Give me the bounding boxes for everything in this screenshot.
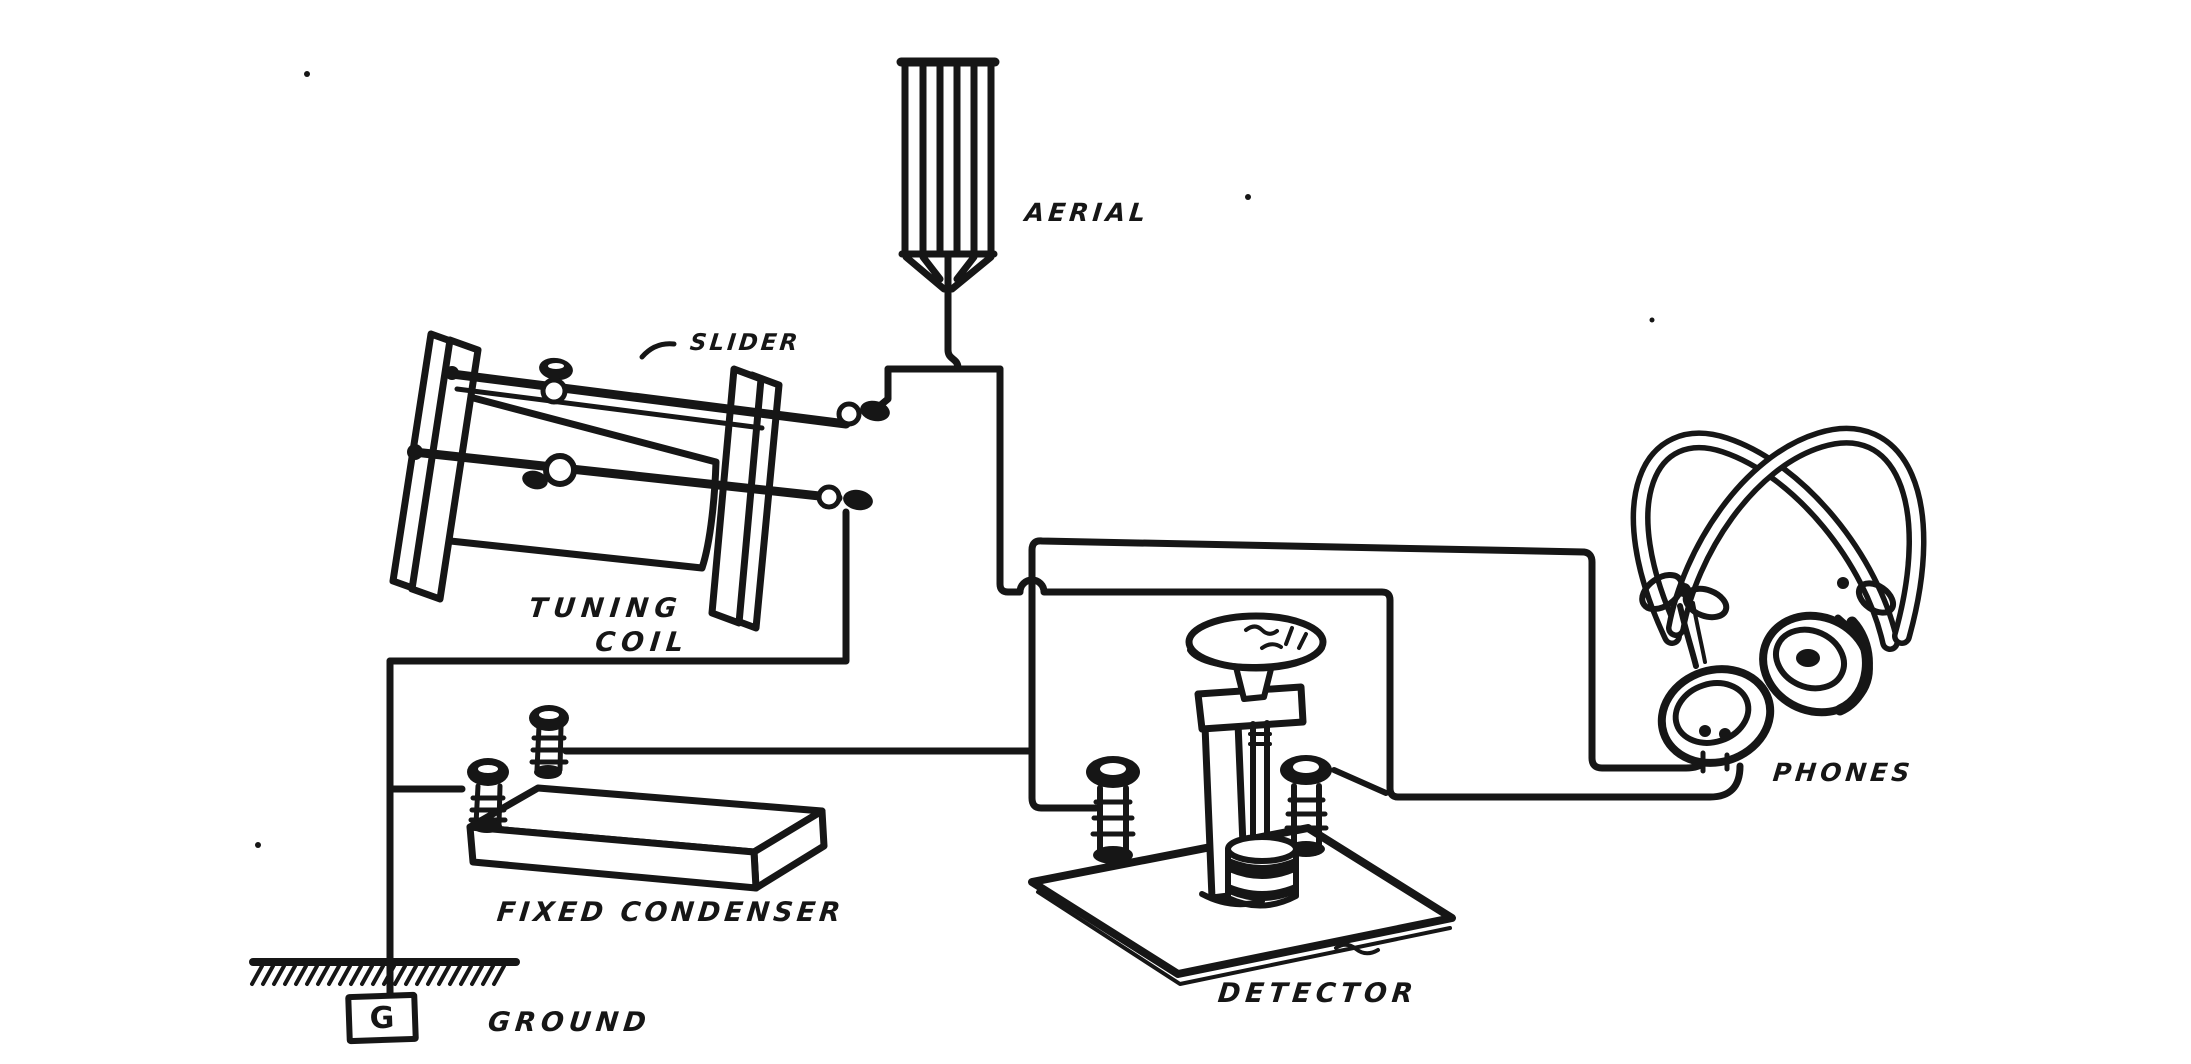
phones-branch-wire bbox=[1028, 537, 1716, 812]
aerial-lead-wire bbox=[944, 286, 962, 372]
aerial-symbol bbox=[896, 57, 1000, 293]
slider-knob bbox=[539, 357, 573, 405]
label-aerial: AERIAL bbox=[1023, 198, 1151, 227]
fixed-condenser bbox=[466, 705, 828, 892]
detector-post-jumper bbox=[1331, 767, 1389, 796]
label-slider: SLIDER bbox=[688, 330, 802, 356]
headband-left-strap bbox=[1630, 430, 1900, 652]
right-earpiece bbox=[1759, 611, 1873, 717]
middle-slider-knob bbox=[522, 453, 577, 490]
condenser-post-upper bbox=[529, 705, 569, 779]
ground-symbol bbox=[249, 958, 520, 986]
slider-rod-top bbox=[447, 369, 851, 429]
coil-binding-post-top bbox=[836, 400, 890, 427]
coil-to-ground-run bbox=[386, 508, 850, 665]
condenser-front-face bbox=[466, 823, 760, 892]
headphones bbox=[1630, 425, 1927, 774]
ground-terminal-box: G bbox=[345, 991, 419, 1045]
detector-post-left bbox=[1086, 756, 1140, 864]
left-earpiece-yoke bbox=[1639, 571, 1730, 669]
label-tuning-coil: TUNING COIL bbox=[523, 592, 694, 660]
label-phones: PHONES bbox=[1771, 758, 1916, 787]
headband-right-strap bbox=[1666, 425, 1927, 646]
print-specks bbox=[255, 71, 1655, 848]
coil-binding-post-bottom bbox=[816, 484, 873, 511]
label-fixed-condenser: FIXED CONDENSER bbox=[495, 897, 846, 928]
slider-rod-middle bbox=[409, 447, 843, 503]
detector-loop-wire bbox=[996, 365, 1744, 801]
label-detector: DETECTOR bbox=[1216, 978, 1420, 1009]
condenser-post-lower bbox=[467, 758, 509, 833]
label-ground: GROUND bbox=[486, 1007, 653, 1038]
ground-terminal-letter: G bbox=[369, 1000, 395, 1036]
detector bbox=[1028, 612, 1456, 986]
detector-screw-shaft bbox=[1250, 720, 1270, 847]
detector-clamp-assembly bbox=[1185, 612, 1327, 909]
hookup-wires bbox=[386, 286, 1744, 997]
label-tuning-coil-line1: TUNING bbox=[527, 593, 685, 624]
left-earpiece bbox=[1657, 665, 1775, 774]
tuning-coil bbox=[389, 330, 890, 632]
slider-label-arrow bbox=[639, 341, 677, 360]
label-tuning-coil-line2: COIL bbox=[593, 627, 691, 658]
